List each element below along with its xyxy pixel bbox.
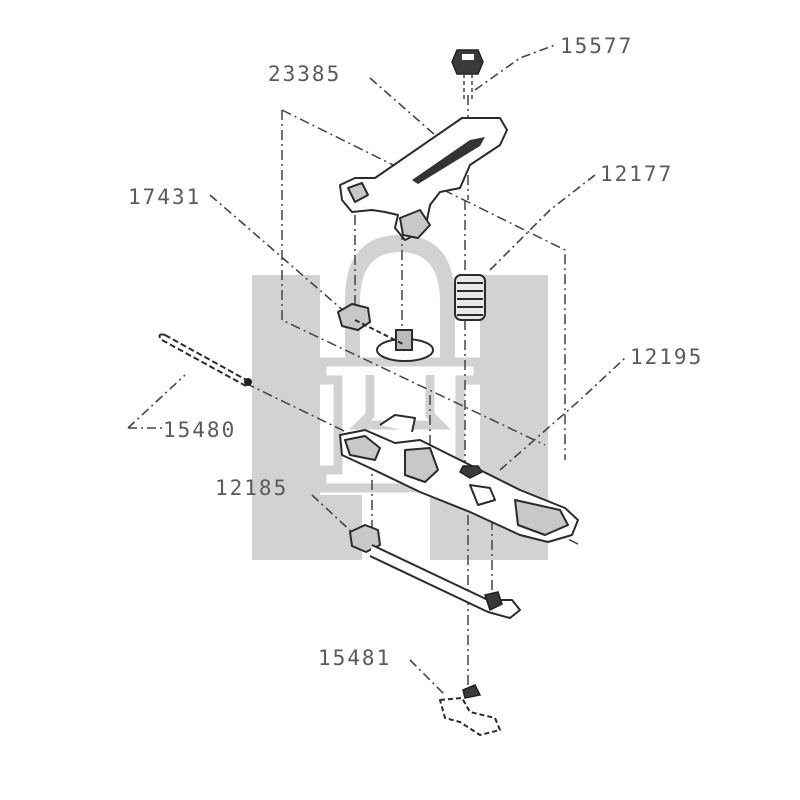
leader-lines <box>127 44 626 696</box>
spring-12177[interactable] <box>454 274 486 321</box>
label-23385: 23385 <box>268 62 342 86</box>
bolt-15577[interactable] <box>451 49 484 100</box>
leader-15480 <box>127 374 186 429</box>
clip-nut <box>462 684 482 699</box>
leader-15481 <box>409 659 446 696</box>
lever-end <box>347 182 369 203</box>
lever-tab <box>399 209 431 239</box>
leader-17431 <box>209 194 346 313</box>
lever-slot <box>412 137 485 184</box>
bolt-head-highlight <box>462 54 474 60</box>
plate-bracket <box>404 447 439 483</box>
leader-12177 <box>489 174 596 271</box>
base-plate-12195[interactable] <box>339 414 579 543</box>
rod-end <box>244 378 252 386</box>
label-15577: 15577 <box>560 34 634 58</box>
frame-outline-right <box>281 109 566 460</box>
leader-15577 <box>474 44 556 91</box>
label-15480: 15480 <box>163 418 237 442</box>
pivot-stem <box>395 329 413 351</box>
pivot-17431[interactable] <box>337 303 434 362</box>
watermark-left-bar <box>252 275 320 560</box>
plate-end-right <box>514 499 569 536</box>
label-17431: 17431 <box>128 185 202 209</box>
label-12177: 12177 <box>600 162 674 186</box>
label-12195: 12195 <box>630 345 704 369</box>
rod-15480[interactable] <box>158 333 252 387</box>
pivot-nut-left <box>337 303 371 331</box>
frame-outline-left <box>281 110 546 446</box>
bolt-head <box>451 49 484 75</box>
watermark-left-foot <box>320 495 362 560</box>
plate-washer <box>459 465 484 479</box>
label-12185: 12185 <box>215 476 289 500</box>
lever-arm-23385[interactable] <box>339 117 508 241</box>
clip-15481[interactable] <box>439 684 501 736</box>
watermark-shackle <box>345 235 455 360</box>
plate-end-left <box>344 435 381 461</box>
label-15481: 15481 <box>318 646 392 670</box>
leader-12195 <box>499 357 626 471</box>
clip-body <box>439 697 501 736</box>
nut-12185[interactable] <box>349 524 521 619</box>
lower-arm-nut <box>484 591 503 612</box>
leader-23385 <box>369 77 436 136</box>
